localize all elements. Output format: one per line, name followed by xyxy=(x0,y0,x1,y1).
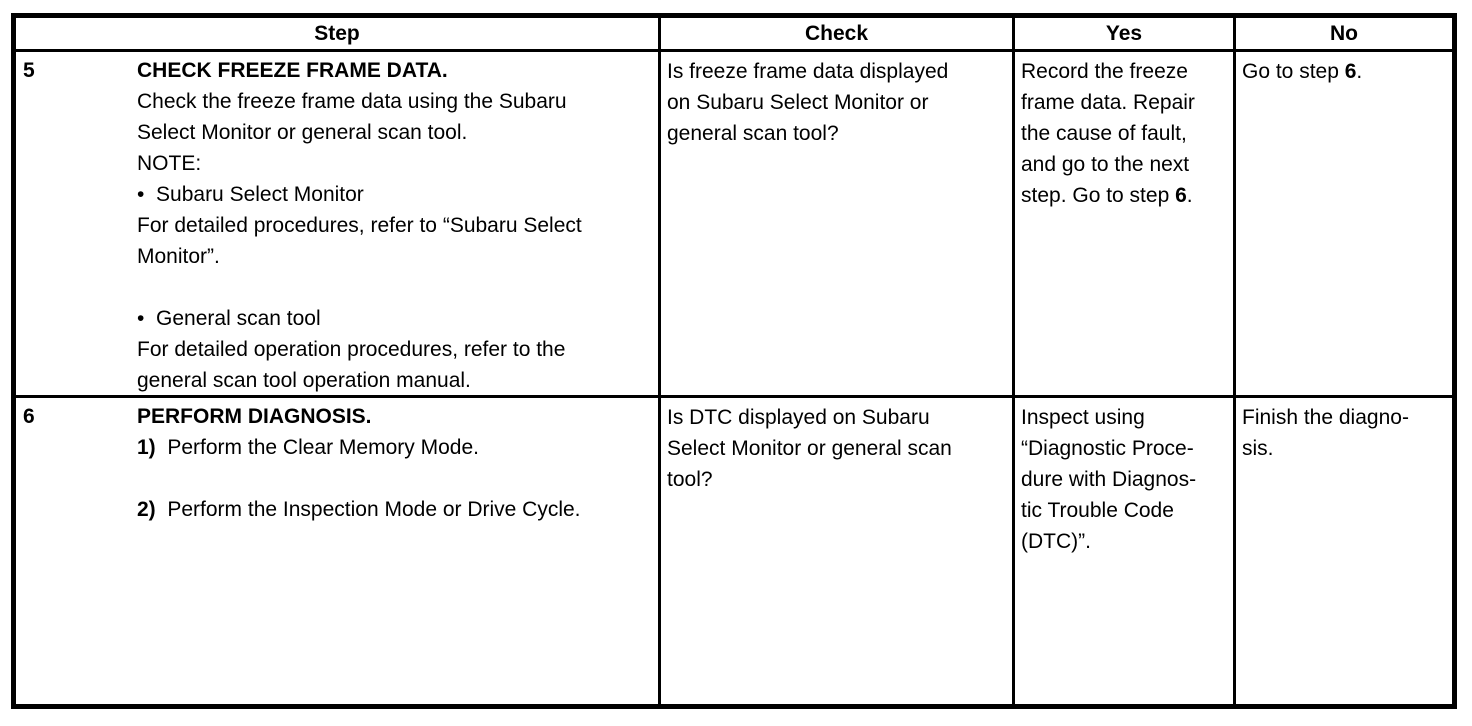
header-step: Step xyxy=(16,18,658,52)
diagnostic-table: Step Check Yes No 5 CHECK FREEZE FRAME D… xyxy=(11,13,1457,709)
step-content: CHECK FREEZE FRAME DATA. Check the freez… xyxy=(137,52,658,395)
step-title: CHECK FREEZE FRAME DATA. xyxy=(137,59,448,82)
table-row-5-step-cell: 5 CHECK FREEZE FRAME DATA. Check the fre… xyxy=(16,52,658,398)
table-row-6-check-cell: Is DTC displayed on Subaru Select Monito… xyxy=(658,398,1012,704)
table-row-6-step-cell: 6 PERFORM DIAGNOSIS. 1) Perform the Clea… xyxy=(16,398,658,704)
table-row-6-no-cell: Finish the diagno- sis. xyxy=(1233,398,1452,704)
header-yes: Yes xyxy=(1012,18,1233,52)
table-row-5-no-cell: Go to step 6. xyxy=(1233,52,1452,398)
step-body: 1) Perform the Clear Memory Mode. 2) Per… xyxy=(137,436,581,521)
step-number: 5 xyxy=(23,59,35,82)
step-content: PERFORM DIAGNOSIS. 1) Perform the Clear … xyxy=(137,398,658,525)
table-row-5-yes-cell: Record the freeze frame data. Repair the… xyxy=(1012,52,1233,398)
header-check: Check xyxy=(658,18,1012,52)
step-number: 6 xyxy=(23,405,35,428)
table-row-5-check-cell: Is freeze frame data displayed on Subaru… xyxy=(658,52,1012,398)
table-row-6-yes-cell: Inspect using “Diagnostic Proce- dure wi… xyxy=(1012,398,1233,704)
step-body: Check the freeze frame data using the Su… xyxy=(137,90,582,392)
header-no: No xyxy=(1233,18,1452,52)
step-title: PERFORM DIAGNOSIS. xyxy=(137,405,372,428)
